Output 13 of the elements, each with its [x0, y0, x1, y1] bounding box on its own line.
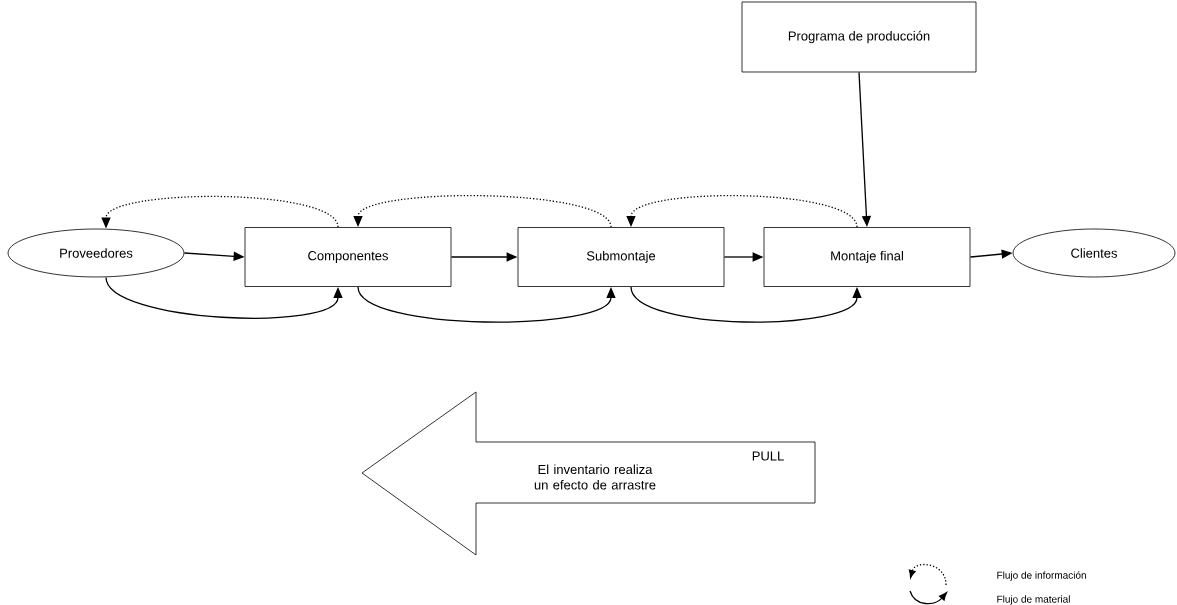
arrow — [353, 195, 612, 228]
process-box: Componentes — [244, 227, 452, 287]
ellipse-node: Proveedores — [7, 228, 185, 278]
arrow — [626, 195, 858, 228]
legend-label: Flujo de información — [997, 571, 1086, 581]
process-box: Submontaje — [517, 227, 725, 287]
legend-label: Flujo de material — [997, 595, 1070, 605]
process-box: Programa de producción — [741, 1, 977, 73]
process-box: Montaje final — [763, 227, 971, 287]
arrow — [630, 286, 862, 323]
arrow — [105, 276, 343, 319]
arrow — [357, 286, 616, 323]
ellipse-node: Clientes — [1012, 228, 1176, 278]
